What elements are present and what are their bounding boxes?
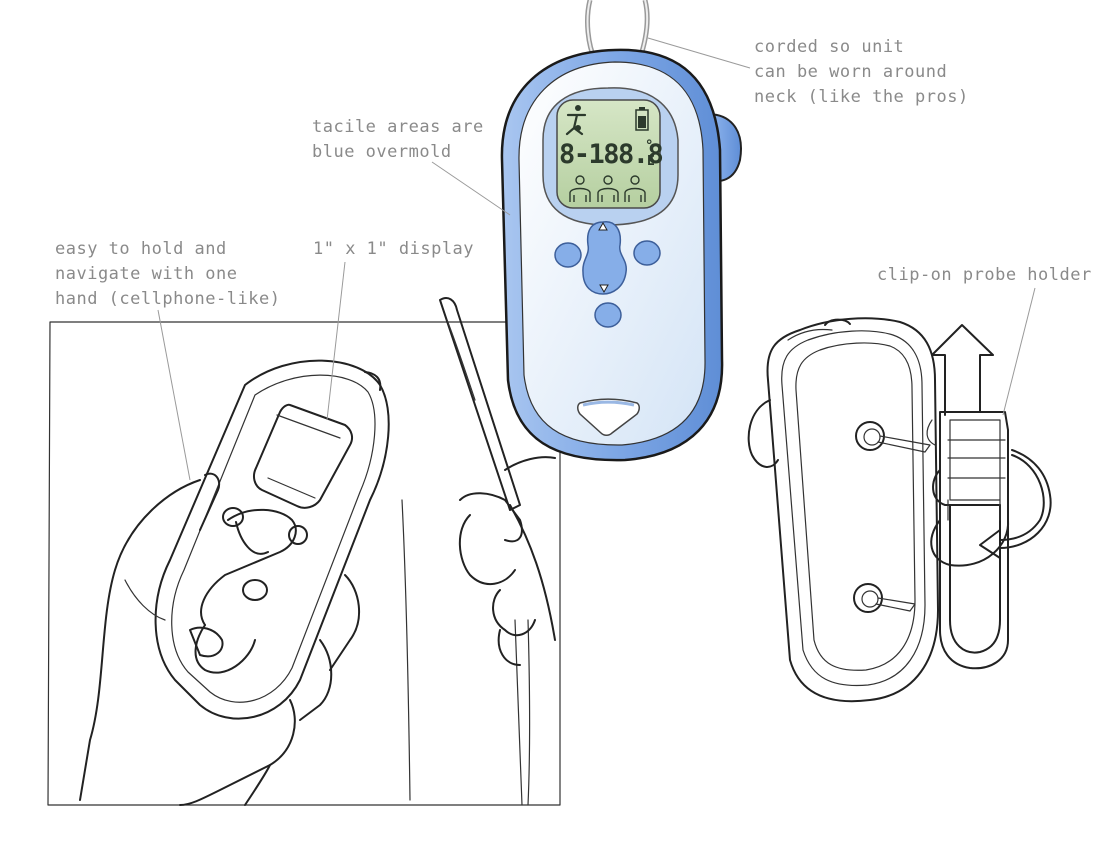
sketch-display [253,403,354,509]
lcd-reading: 8-188.8 [559,139,663,170]
sketch-frame [47,321,561,806]
hand-held-sketch [47,297,561,806]
lcd-screen [556,99,661,209]
annotation-display-size: 1" x 1" display [313,239,475,259]
person-activity-icon [565,105,587,136]
left-button[interactable] [554,242,582,268]
bottom-button[interactable] [594,302,622,328]
annotation-easy-to-hold: easy to hold and navigate with one hand … [55,239,281,309]
handheld-device-sketch [154,359,390,720]
arrow-up-icon[interactable] [598,221,608,231]
nav-rocker-button[interactable] [582,221,627,295]
right-button[interactable] [633,240,661,266]
probe-holder-clip [926,411,1010,670]
probe-sketch [401,297,556,806]
lcd-unit: E [647,154,655,169]
battery-icon [635,107,649,131]
hand-sketch [79,472,361,806]
mount-post-top [855,421,885,451]
curved-arrow-icon [979,449,1052,559]
leader-lines [157,37,1036,481]
clip-holder-sketch [747,317,1052,703]
rendered-device: 8-188.8 ° E [500,0,742,462]
mount-post-bottom [853,583,883,613]
arrow-down-icon[interactable] [599,284,609,294]
annotation-tactile-areas: tacile areas are blue overmold [312,117,484,162]
arrow-up-icon [931,324,994,416]
people-icon [569,175,646,202]
annotation-corded: corded so unit can be worn around neck (… [754,37,969,107]
annotation-clip-on-holder: clip-on probe holder [877,265,1092,285]
lcd-degree: ° [645,138,653,154]
select-button[interactable] [577,398,640,436]
